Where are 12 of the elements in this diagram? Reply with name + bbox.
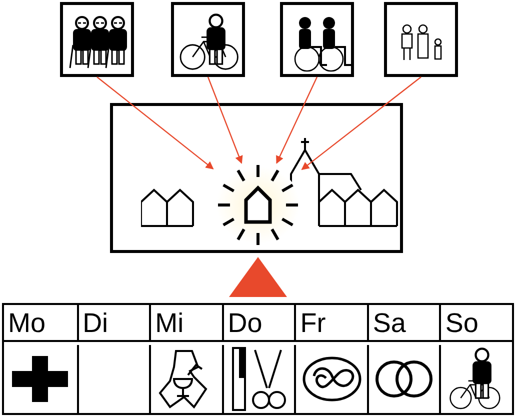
arrow: [301, 76, 422, 170]
day-label: Mo: [4, 305, 77, 342]
arrow: [276, 76, 318, 164]
day-label: So: [439, 305, 512, 342]
day-label: Di: [76, 305, 150, 342]
day-label: Do: [222, 305, 294, 342]
day-label: Fr: [294, 305, 367, 342]
day-label: Mi: [149, 305, 222, 342]
village-panel: [110, 103, 403, 253]
day-label: Sa: [366, 305, 440, 342]
arrow: [96, 76, 214, 170]
arrow: [207, 76, 243, 164]
